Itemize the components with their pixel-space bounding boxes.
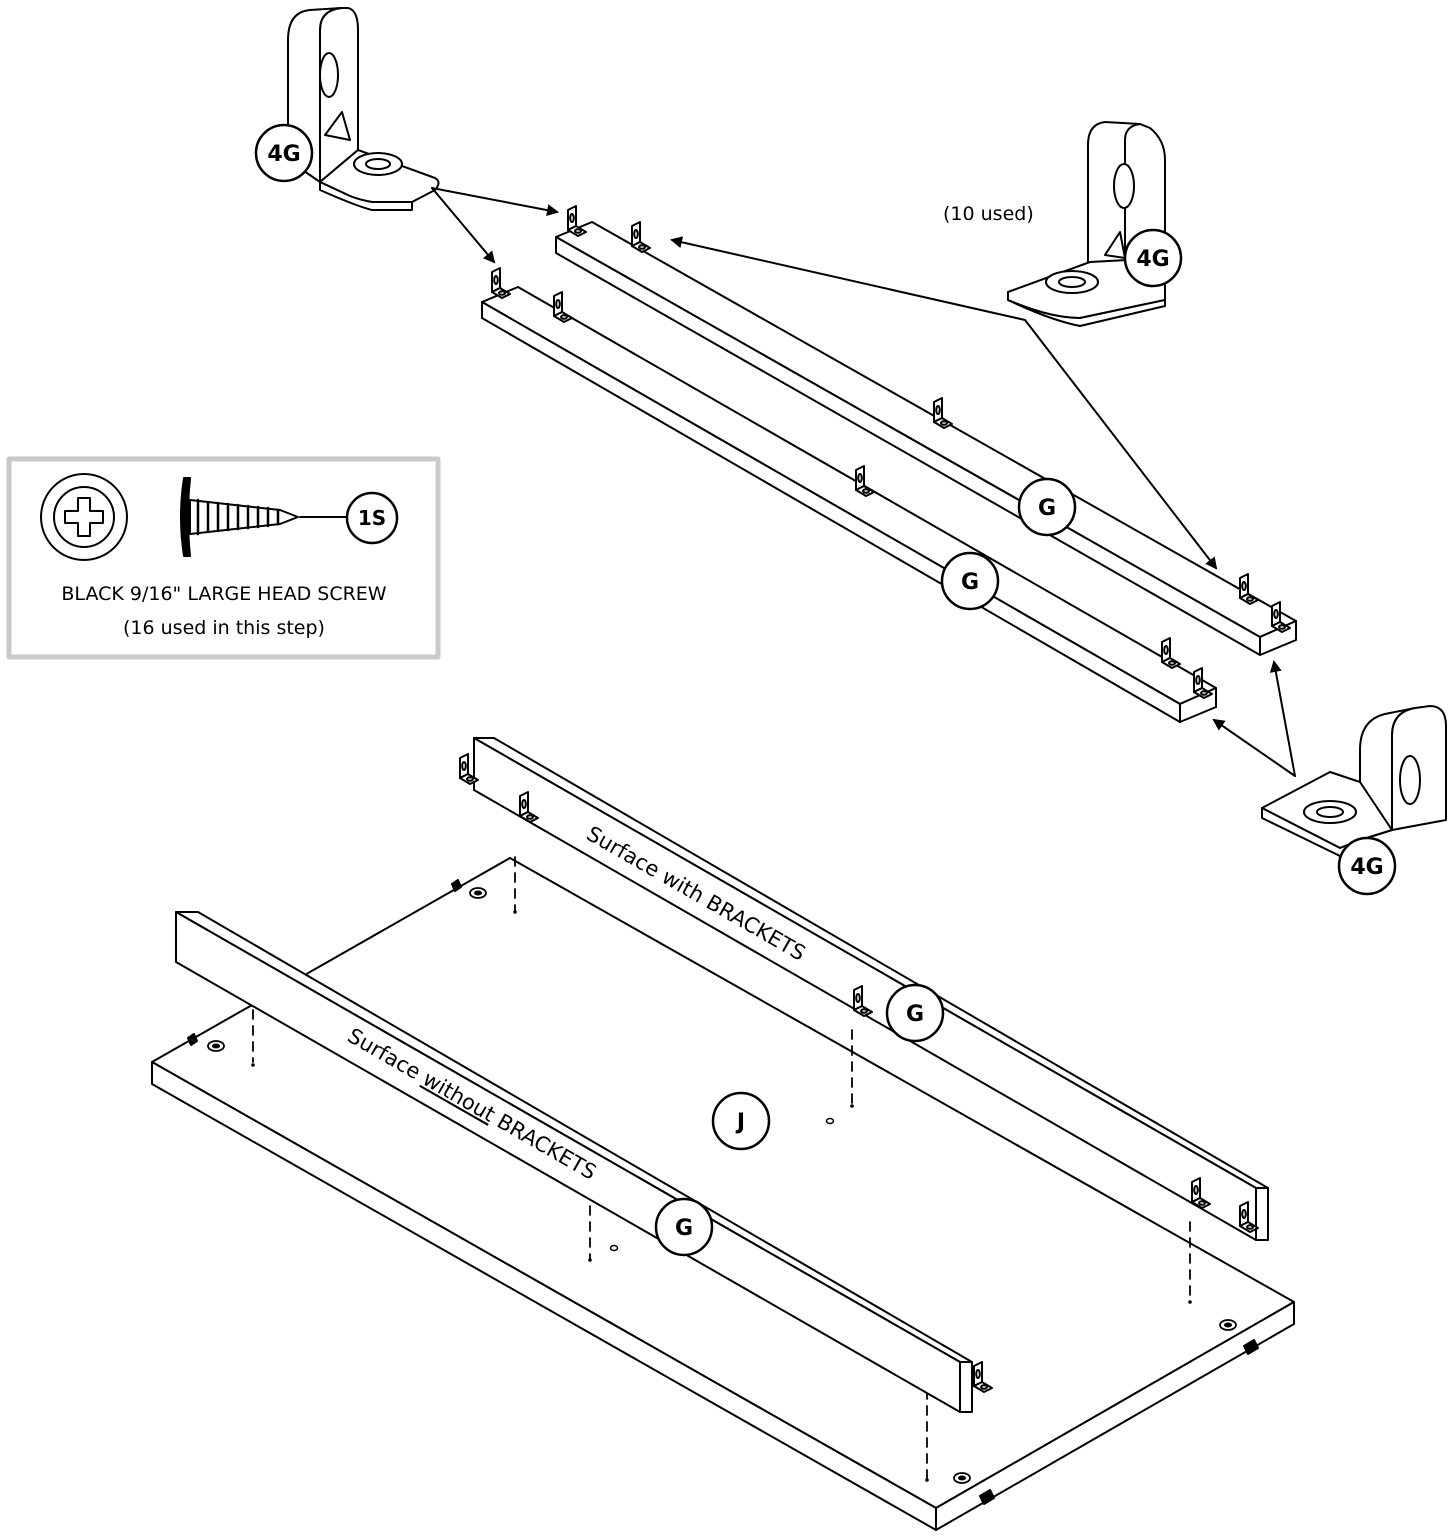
bracket-detail-bottom-right bbox=[1261, 705, 1447, 857]
screw-side-icon bbox=[180, 477, 349, 557]
label-g-upper-front: G bbox=[940, 551, 1000, 611]
svg-text:1S: 1S bbox=[358, 506, 386, 530]
bracket-usage-note: (10 used) bbox=[943, 203, 1034, 225]
label-j-panel: J bbox=[711, 1091, 771, 1151]
hardware-box bbox=[6, 456, 441, 660]
svg-text:G: G bbox=[675, 1216, 693, 1241]
svg-text:G: G bbox=[906, 1002, 924, 1027]
alignment-lines bbox=[252, 856, 1191, 1479]
rail-g-upper-back bbox=[555, 205, 1297, 656]
svg-text:4G: 4G bbox=[1350, 855, 1383, 880]
bracket-detail-top-left bbox=[287, 7, 440, 211]
label-4g-top-right: 4G bbox=[1123, 228, 1183, 288]
hardware-quantity: (16 used in this step) bbox=[123, 617, 325, 639]
rail-g-upper-front bbox=[481, 267, 1217, 723]
bracket-detail-top-right bbox=[1007, 121, 1166, 327]
svg-text:G: G bbox=[961, 570, 979, 595]
svg-text:G: G bbox=[1038, 496, 1056, 521]
rail-g-back-on-panel bbox=[459, 737, 1269, 1241]
hardware-description: BLACK 9/16" LARGE HEAD SCREW bbox=[61, 583, 386, 605]
label-4g-bottom-right: 4G bbox=[1337, 836, 1397, 896]
svg-text:J: J bbox=[735, 1110, 745, 1135]
svg-text:4G: 4G bbox=[1136, 247, 1169, 272]
label-g-upper-back: G bbox=[1017, 477, 1077, 537]
screw-head-icon bbox=[40, 473, 128, 561]
label-g-back-on-panel: G bbox=[885, 983, 945, 1043]
panel-j bbox=[151, 857, 1295, 1531]
svg-text:4G: 4G bbox=[267, 142, 300, 167]
callout-arrows bbox=[431, 187, 1296, 777]
label-g-front-on-panel: G bbox=[654, 1197, 714, 1257]
label-1s-screw: 1S bbox=[345, 491, 399, 545]
label-4g-top-left: 4G bbox=[254, 123, 314, 183]
